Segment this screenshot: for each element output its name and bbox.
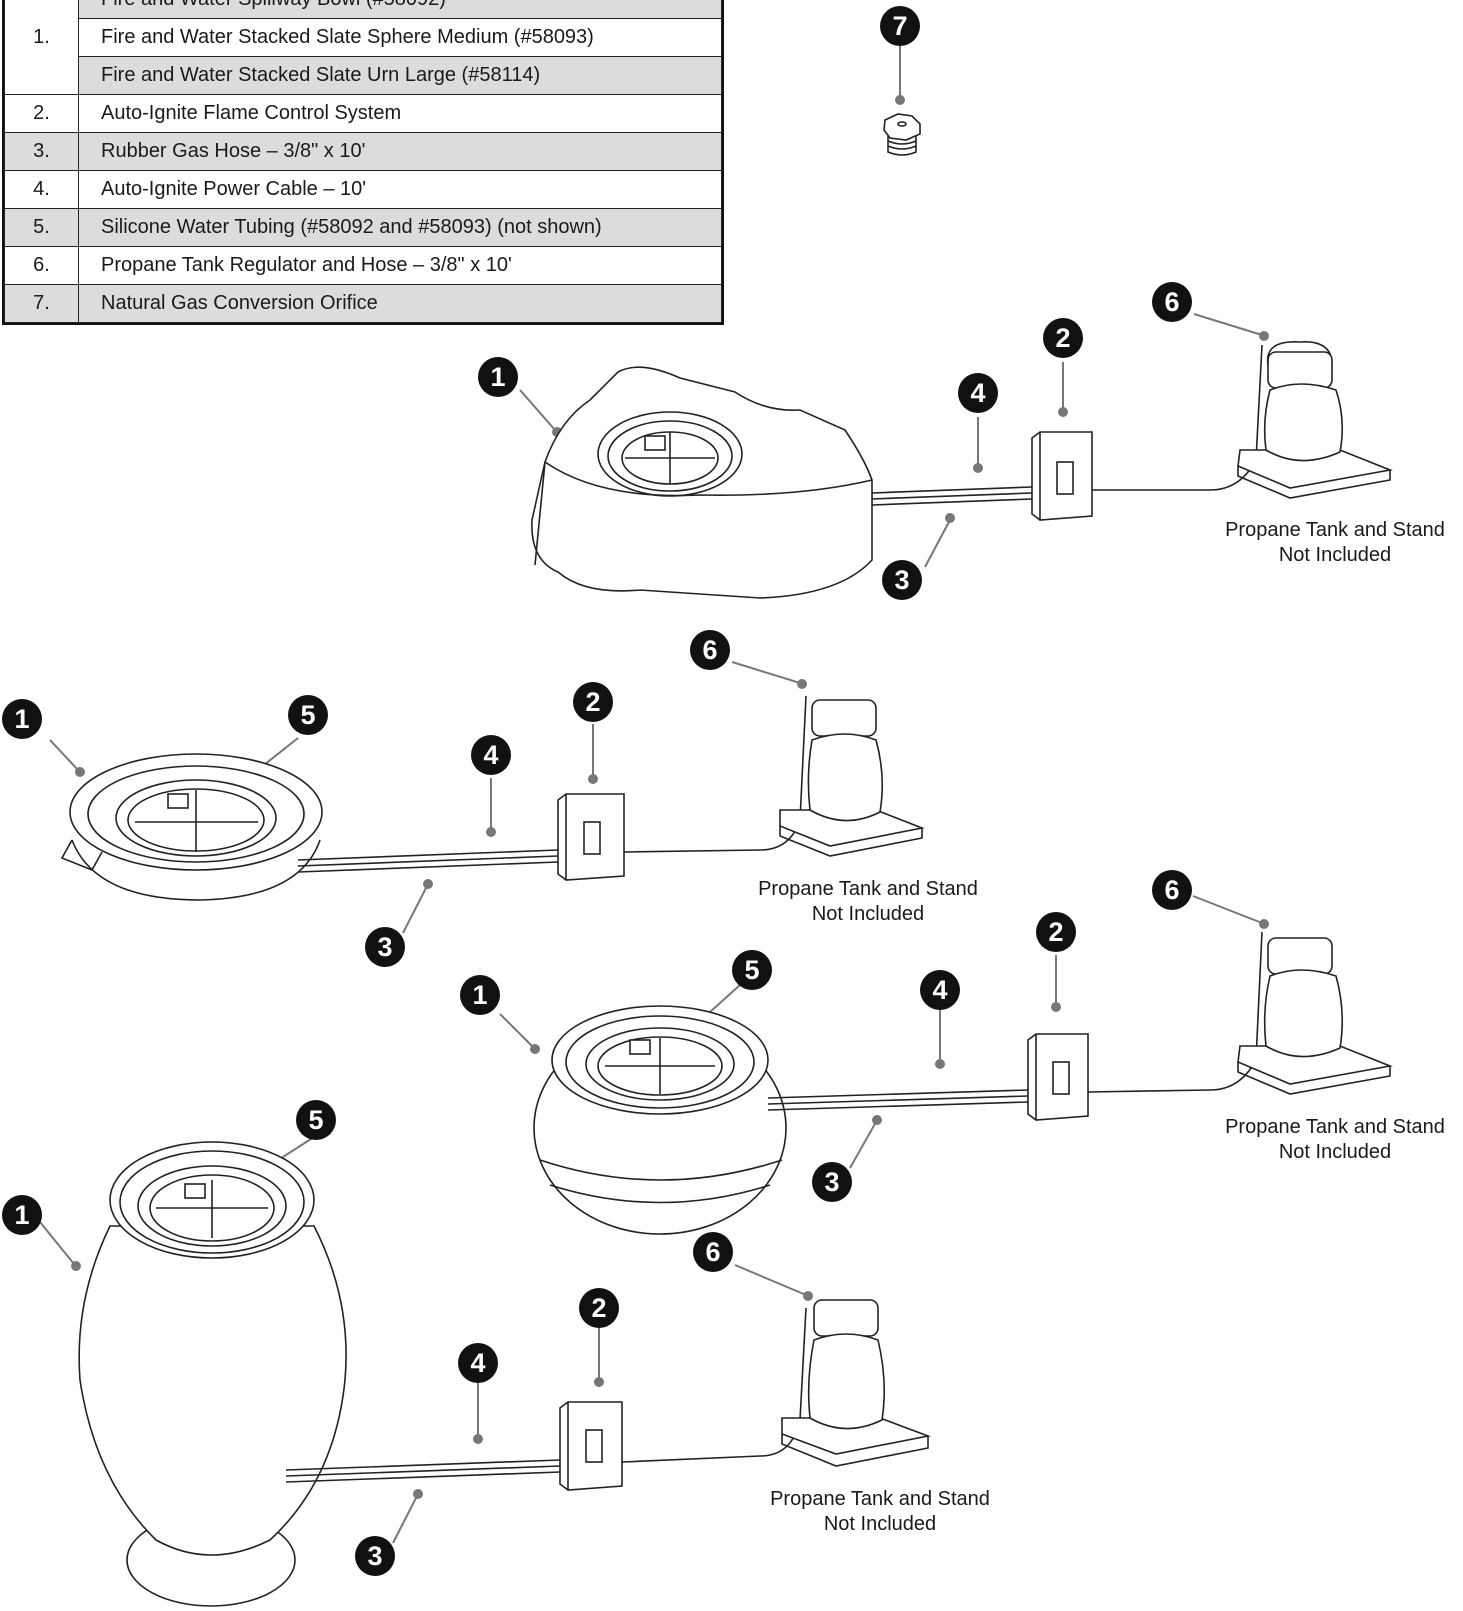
callout-2: 2 — [1043, 318, 1083, 358]
spillway-bowl — [60, 753, 323, 901]
callout-5: 5 — [296, 1100, 336, 1140]
hose-and-cable — [297, 695, 807, 873]
table-row: Fire and Water Stacked Slate Urn Large (… — [5, 56, 722, 95]
callout-1: 1 — [2, 1195, 42, 1235]
parts-table: 1. Fire and Water Spillway Bowl (#58092)… — [2, 0, 724, 325]
note-line: Not Included — [1278, 544, 1392, 566]
table-row: 7. Natural Gas Conversion Orifice — [4, 284, 722, 323]
table-row: 4. Auto-Ignite Power Cable – 10' — [4, 170, 722, 209]
part-description: Auto-Ignite Flame Control System — [78, 94, 722, 133]
control-box — [559, 1401, 623, 1491]
part-number: 7. — [4, 284, 79, 323]
callout-2: 2 — [573, 682, 613, 722]
control-box — [557, 793, 625, 881]
callout-7: 7 — [880, 6, 920, 46]
propane-tank — [1237, 341, 1393, 499]
hose-and-cable — [767, 931, 1263, 1111]
callout-3: 3 — [812, 1162, 852, 1202]
callout-3: 3 — [355, 1536, 395, 1576]
stacked-slate-urn — [78, 1141, 347, 1607]
part-number: 1. — [4, 0, 79, 95]
part-description: Auto-Ignite Power Cable – 10' — [78, 170, 722, 209]
hose-and-cable — [285, 1307, 807, 1483]
table-row: 2. Auto-Ignite Flame Control System — [4, 94, 722, 133]
propane-tank — [1237, 937, 1393, 1095]
part-description: Fire and Water Spillway Bowl (#58092) — [78, 0, 722, 19]
callout-2: 2 — [579, 1288, 619, 1328]
control-box — [1031, 431, 1093, 521]
callout-3: 3 — [365, 927, 405, 967]
table-row: 3. Rubber Gas Hose – 3/8" x 10' — [4, 132, 722, 171]
note-line: Propane Tank and Stand — [1225, 1116, 1445, 1138]
rock-fire-pit — [531, 366, 873, 599]
callout-4: 4 — [471, 735, 511, 775]
note-line: Not Included — [1278, 1141, 1392, 1163]
callout-6: 6 — [693, 1232, 733, 1272]
propane-note: Propane Tank and Stand Not Included — [1207, 518, 1463, 568]
callout-6: 6 — [1152, 870, 1192, 910]
propane-note: Propane Tank and Stand Not Included — [752, 1487, 1008, 1537]
note-line: Propane Tank and Stand — [1225, 519, 1445, 541]
table-row: 5. Silicone Water Tubing (#58092 and #58… — [4, 208, 722, 247]
note-line: Propane Tank and Stand — [758, 878, 978, 900]
control-box — [1027, 1033, 1089, 1121]
part-description: Fire and Water Stacked Slate Urn Large (… — [78, 56, 722, 95]
part-number: 5. — [4, 208, 79, 247]
part-number: 6. — [4, 246, 79, 285]
part-description: Silicone Water Tubing (#58092 and #58093… — [78, 208, 722, 247]
callout-1: 1 — [478, 357, 518, 397]
part-description: Rubber Gas Hose – 3/8" x 10' — [78, 132, 722, 171]
propane-note: Propane Tank and Stand Not Included — [740, 877, 996, 927]
callout-1: 1 — [2, 699, 42, 739]
propane-tank — [779, 699, 925, 857]
note-line: Propane Tank and Stand — [770, 1488, 990, 1510]
callout-1: 1 — [460, 975, 500, 1015]
callout-5: 5 — [288, 695, 328, 735]
part-description: Natural Gas Conversion Orifice — [78, 284, 722, 323]
callout-4: 4 — [958, 373, 998, 413]
propane-note: Propane Tank and Stand Not Included — [1207, 1115, 1463, 1165]
table-row: 6. Propane Tank Regulator and Hose – 3/8… — [4, 246, 722, 285]
table-row: 1. Fire and Water Spillway Bowl (#58092) — [4, 0, 722, 95]
stacked-slate-sphere — [533, 1005, 787, 1235]
callout-5: 5 — [732, 950, 772, 990]
propane-tank — [781, 1299, 931, 1467]
orifice-part — [883, 113, 921, 156]
callout-3: 3 — [882, 560, 922, 600]
note-line: Not Included — [823, 1513, 937, 1535]
callout-6: 6 — [690, 630, 730, 670]
note-line: Not Included — [811, 903, 925, 925]
callout-4: 4 — [920, 970, 960, 1010]
callout-2: 2 — [1036, 912, 1076, 952]
callout-6: 6 — [1152, 282, 1192, 322]
callout-4: 4 — [458, 1343, 498, 1383]
